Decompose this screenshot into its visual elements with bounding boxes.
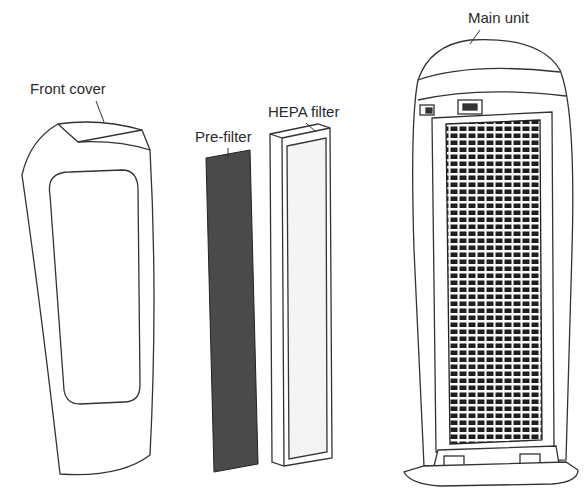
main-unit-drawing [404, 40, 578, 486]
part-label: Pre-filter [195, 128, 252, 146]
leader-lines [96, 30, 480, 158]
hepa-filter-drawing [270, 124, 332, 466]
pre-filter-drawing [206, 150, 258, 472]
part-label: HEPA filter [268, 103, 339, 121]
part-label: Front cover [30, 80, 106, 98]
part-label: Main unit [468, 9, 529, 27]
front-cover-drawing [22, 122, 154, 475]
